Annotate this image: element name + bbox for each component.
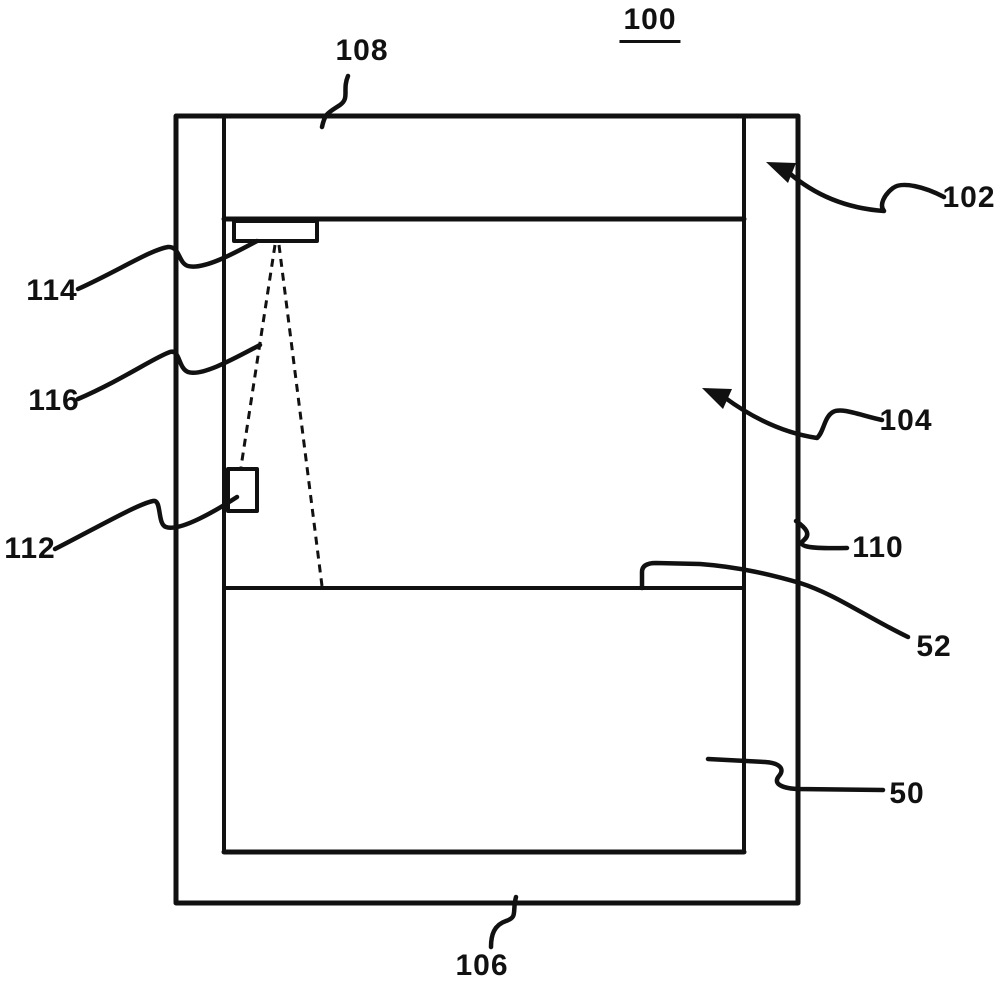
figure-number-label: 100 xyxy=(619,3,681,43)
ref-label-114: 114 xyxy=(26,274,78,307)
leader-line-110 xyxy=(793,518,850,551)
ref-label-116: 116 xyxy=(28,384,80,417)
leader-line-116 xyxy=(75,342,263,402)
leader-line-50 xyxy=(705,756,886,793)
arrowhead-104-icon xyxy=(702,388,732,409)
ref-label-52: 52 xyxy=(916,630,952,663)
wall-block-112 xyxy=(226,467,259,513)
ref-label-50: 50 xyxy=(889,777,925,810)
ref-label-108: 108 xyxy=(335,34,389,67)
leader-line-112 xyxy=(52,494,240,552)
leader-line-52 xyxy=(639,560,911,640)
figure-number-text: 100 xyxy=(619,3,681,43)
leader-line-108 xyxy=(319,73,351,130)
ref-label-110: 110 xyxy=(852,531,904,564)
leader-line-114 xyxy=(75,238,260,292)
outer-housing-outline xyxy=(173,113,801,906)
arrowhead-102-icon xyxy=(766,162,796,183)
ref-label-104: 104 xyxy=(879,404,933,437)
ref-label-112: 112 xyxy=(4,532,56,565)
dashed-beam-right xyxy=(277,244,324,587)
leader-line-102 xyxy=(785,169,947,214)
dashed-beam-left xyxy=(239,244,277,468)
leader-line-104 xyxy=(721,394,885,441)
ref-label-102: 102 xyxy=(942,181,996,214)
sensor-block-114 xyxy=(232,219,319,243)
leader-line-106 xyxy=(488,894,519,950)
ref-label-106: 106 xyxy=(455,949,509,982)
